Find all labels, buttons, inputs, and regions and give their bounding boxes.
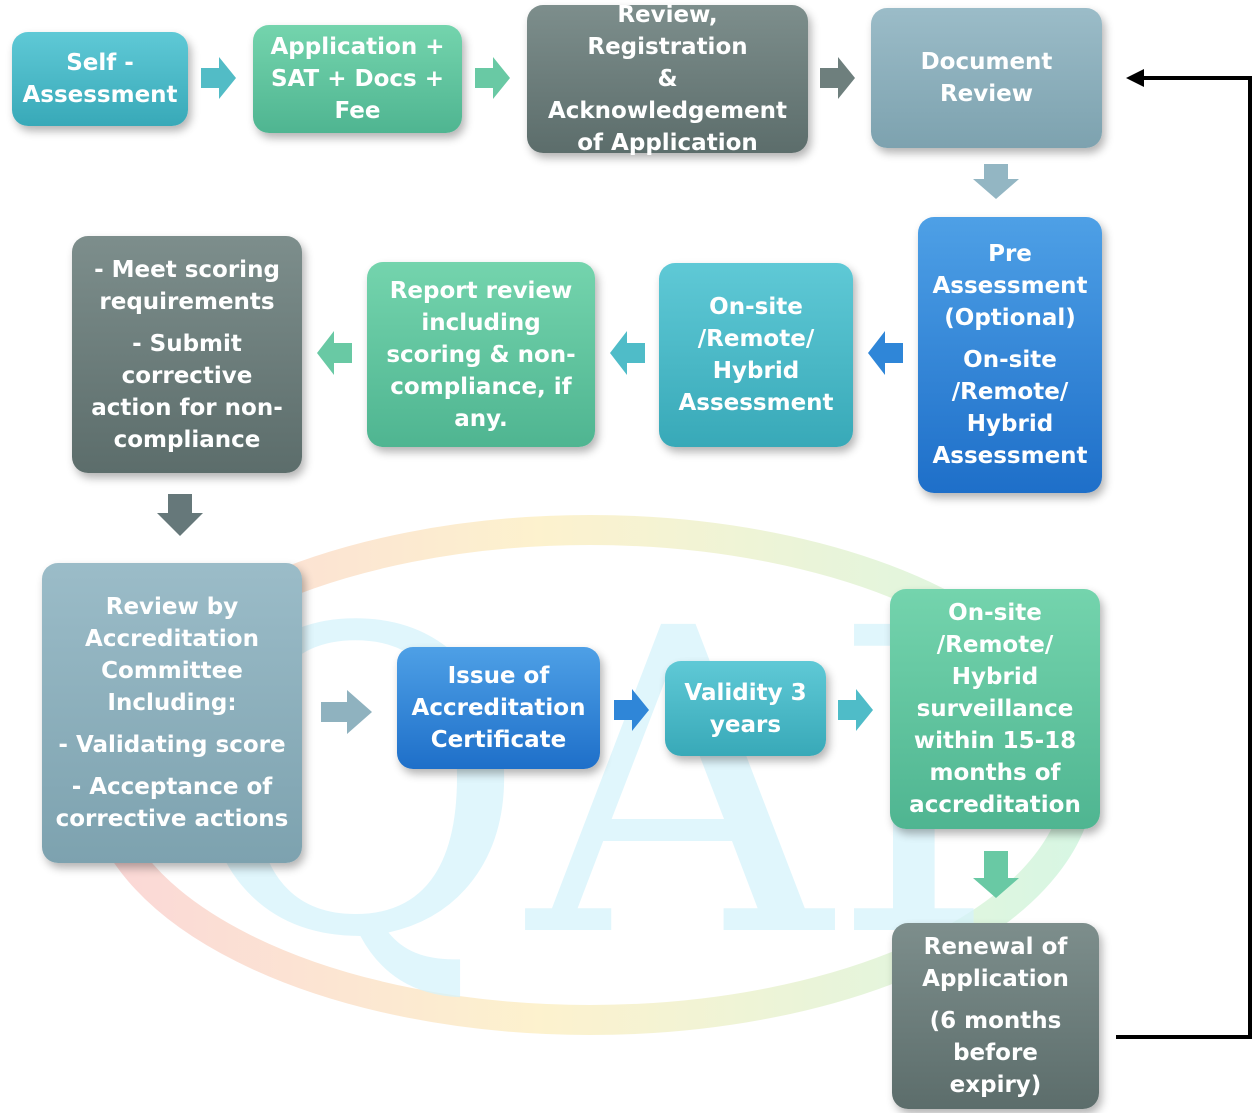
step-label: /Remote/ [697, 326, 815, 352]
step-label: On-site [709, 294, 803, 320]
step-label: years [709, 711, 782, 738]
step-label: Pre [988, 241, 1032, 267]
step-label: surveillance [916, 696, 1074, 722]
step-label: Report review [389, 277, 573, 304]
step-label: including [421, 309, 541, 336]
step-renewal: Renewal of Application (6 months before … [892, 923, 1099, 1109]
step-label: Self - [66, 50, 134, 76]
step-label: Application [922, 966, 1069, 992]
step-meet-scoring: - Meet scoring requirements - Submit cor… [72, 236, 302, 473]
step-label: compliance, if [390, 373, 572, 400]
step-label: - Meet scoring [94, 256, 280, 283]
step-label: - Acceptance of [71, 774, 273, 800]
step-label: months of [929, 760, 1061, 786]
step-self-assessment: Self - Assessment [12, 32, 188, 126]
step-label: Assessment [22, 82, 178, 108]
step-label: /Remote/ [936, 632, 1054, 658]
step-label: On-site [963, 347, 1057, 373]
step-label: requirements [99, 288, 275, 315]
step-label: Validity 3 [684, 679, 807, 706]
step-label: Accreditation [411, 695, 586, 721]
step-label: Hybrid [951, 664, 1039, 690]
step-label: Issue of [447, 663, 550, 689]
step-label: Assessment [678, 390, 834, 416]
step-label: Review [939, 81, 1034, 107]
step-label: Fee [334, 98, 381, 124]
step-label: SAT + Docs + [270, 66, 445, 92]
step-committee-review: Review by Accreditation Committee Includ… [42, 563, 302, 863]
step-issue-certificate: Issue of Accreditation Certificate [397, 647, 600, 769]
watermark-text: QAI [183, 541, 997, 1030]
step-label: Review, Registration [587, 2, 748, 60]
step-label: Acknowledgement [547, 98, 788, 124]
step-label: (Optional) [944, 305, 1076, 331]
step-label: On-site [948, 600, 1042, 626]
step-label: compliance [113, 426, 261, 453]
step-label: of Application [577, 130, 758, 156]
step-label: Hybrid [712, 358, 800, 384]
step-label: Certificate [430, 727, 567, 753]
step-label: Assessment [932, 273, 1088, 299]
step-label: accreditation [909, 792, 1081, 818]
step-label: & [657, 66, 678, 92]
step-application: Application + SAT + Docs + Fee [253, 25, 462, 133]
step-label: corrective actions [55, 806, 289, 832]
step-label: action for non- [91, 394, 283, 421]
step-label: within 15-18 [913, 728, 1077, 754]
step-onsite-assessment: On-site /Remote/ Hybrid Assessment [659, 263, 853, 447]
step-label: Application + [270, 34, 445, 60]
step-validity: Validity 3 years [665, 661, 826, 756]
step-surveillance: On-site /Remote/ Hybrid surveillance wit… [890, 589, 1100, 829]
step-label: - Validating score [58, 732, 286, 758]
step-review-registration: Review, Registration & Acknowledgement o… [527, 2, 808, 156]
step-label: corrective [121, 362, 253, 389]
step-document-review: Document Review [871, 8, 1102, 148]
step-label: Assessment [932, 443, 1088, 469]
step-label: (6 months [929, 1008, 1062, 1034]
step-label: any. [454, 405, 508, 432]
step-label: Committee [101, 658, 243, 684]
step-label: Document [920, 49, 1053, 75]
step-report-review: Report review including scoring & non- c… [367, 262, 595, 447]
step-label: Hybrid [966, 411, 1054, 437]
step-label: Including: [107, 690, 237, 716]
step-label: /Remote/ [951, 379, 1069, 405]
step-pre-assessment: Pre Assessment (Optional) On-site /Remot… [918, 217, 1102, 493]
step-label: Accreditation [85, 626, 259, 652]
step-label: scoring & non- [386, 341, 576, 368]
step-label: Renewal of [923, 934, 1068, 960]
step-label: Review by [105, 594, 239, 620]
step-label: - Submit [132, 330, 242, 357]
step-label: before expiry) [949, 1040, 1042, 1098]
